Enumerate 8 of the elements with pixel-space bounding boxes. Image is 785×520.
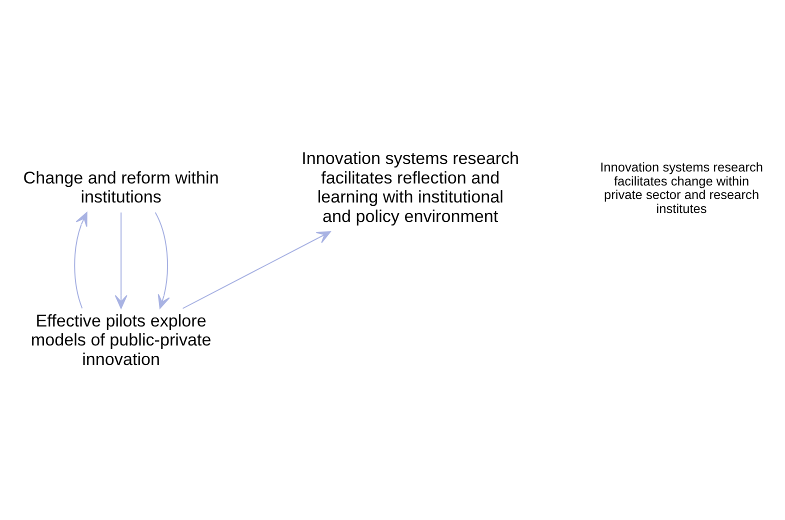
node-text: Effective pilots explore models of public-private innovation bbox=[30, 310, 212, 368]
label: Innovation systems research facilitates change within private sector and research institutes bbox=[600, 158, 763, 216]
node-text: Innovation systems research facilitates reflection and learning with institutional and policy environment bbox=[302, 148, 520, 226]
arrow bbox=[154, 212, 170, 308]
arrow bbox=[182, 230, 331, 308]
arrow bbox=[74, 211, 88, 308]
arrow bbox=[114, 212, 128, 308]
node-text: Change and reform within institutions bbox=[23, 168, 219, 206]
